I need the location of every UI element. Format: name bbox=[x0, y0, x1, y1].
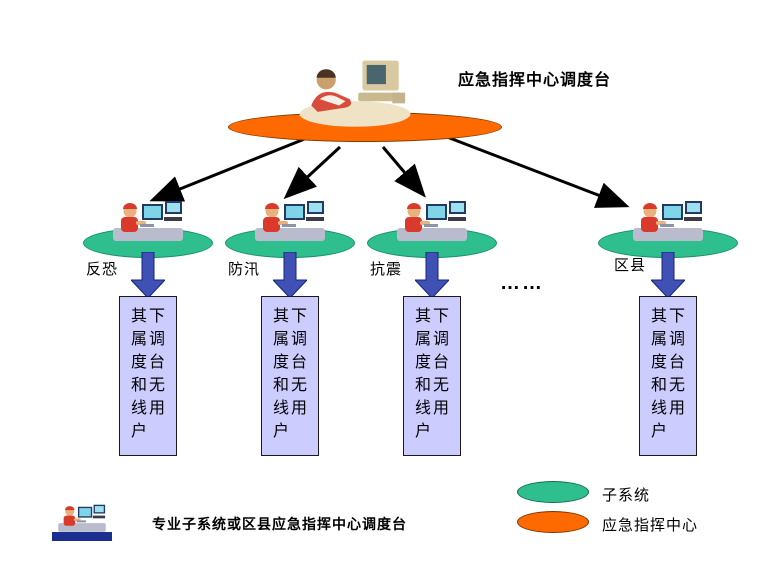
down-arrow bbox=[651, 252, 685, 298]
subsystem-label: 反恐 bbox=[86, 261, 119, 278]
arrow-to-fangxun bbox=[283, 145, 342, 200]
down-arrow bbox=[131, 252, 165, 298]
subsystem-label: 抗震 bbox=[370, 261, 403, 278]
subordinate-box: 其下属调度台和无线用户 bbox=[403, 296, 461, 456]
operator-workstation-clipart bbox=[396, 197, 468, 247]
arrow-to-quxian bbox=[446, 135, 630, 208]
arrow-to-kangzhen bbox=[381, 146, 426, 198]
dispatcher-workstation-clipart bbox=[296, 50, 414, 130]
legend-subsystem-ellipse bbox=[517, 481, 589, 503]
legend-hub-ellipse bbox=[517, 511, 589, 533]
footer-caption: 专业子系统或区县应急指挥中心调度台 bbox=[152, 516, 407, 532]
operator-workstation-clipart bbox=[632, 197, 704, 247]
subsystem-label: 区县 bbox=[614, 257, 647, 274]
legend-hub-label: 应急指挥中心 bbox=[602, 517, 699, 534]
subordinate-box: 其下属调度台和无线用户 bbox=[261, 296, 319, 456]
operator-workstation-clipart bbox=[112, 197, 184, 247]
footer-operator-clipart bbox=[52, 504, 112, 541]
ellipsis-dots: …… bbox=[500, 272, 544, 294]
operator-workstation-clipart bbox=[254, 197, 326, 247]
arrow-to-fankong bbox=[149, 134, 313, 202]
subordinate-box: 其下属调度台和无线用户 bbox=[119, 296, 177, 456]
down-arrow bbox=[273, 252, 307, 298]
diagram-title: 应急指挥中心调度台 bbox=[458, 72, 612, 89]
subordinate-box: 其下属调度台和无线用户 bbox=[639, 296, 697, 456]
down-arrow bbox=[415, 252, 449, 298]
legend-subsystem-label: 子系统 bbox=[602, 487, 651, 504]
subsystem-label: 防汛 bbox=[228, 261, 261, 278]
